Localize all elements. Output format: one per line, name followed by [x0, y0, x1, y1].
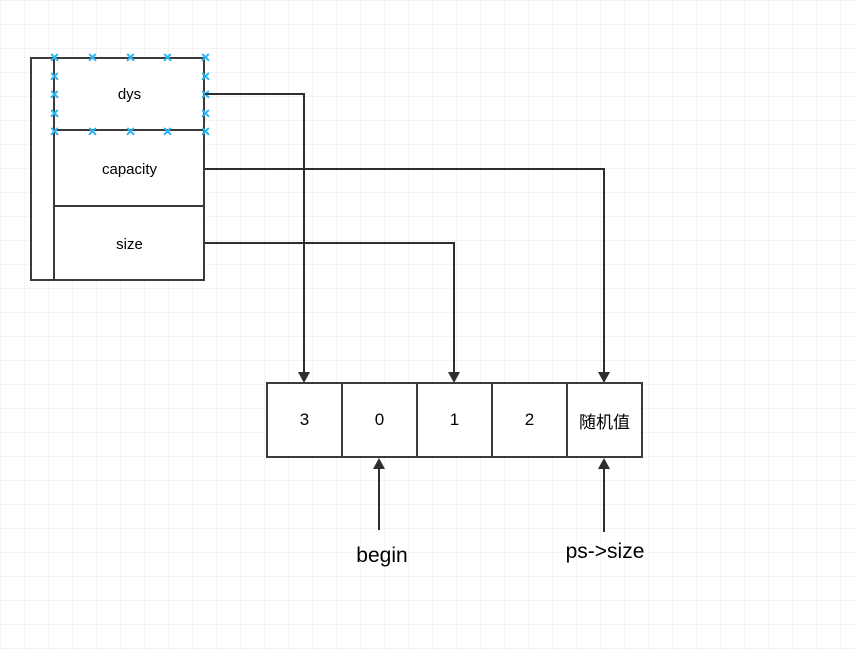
- connection-point-icon[interactable]: [88, 53, 97, 62]
- arrowhead-down-icon[interactable]: [598, 372, 610, 383]
- connection-point-icon[interactable]: [50, 127, 59, 136]
- connection-point-icon[interactable]: [88, 127, 97, 136]
- struct-outer-box[interactable]: [30, 57, 205, 281]
- connector-dys-vertical[interactable]: [303, 93, 305, 374]
- array-cell-value: 2: [524, 410, 535, 429]
- ps-size-label[interactable]: ps->size: [565, 540, 645, 563]
- array-cell-value: 3: [299, 410, 310, 429]
- begin-label[interactable]: begin: [356, 544, 408, 567]
- struct-inner-column-divider: [53, 57, 55, 281]
- connection-point-icon[interactable]: [50, 53, 59, 62]
- array-cell-value: 1: [449, 410, 460, 429]
- connection-point-icon[interactable]: [50, 72, 59, 81]
- connection-point-icon[interactable]: [50, 109, 59, 118]
- array-cell-value: 随机值: [579, 412, 630, 432]
- array-cell[interactable]: 0: [341, 384, 416, 456]
- array-cell[interactable]: 2: [491, 384, 566, 456]
- connection-point-icon[interactable]: [163, 127, 172, 136]
- array-cell[interactable]: 1: [416, 384, 491, 456]
- arrowhead-up-icon[interactable]: [373, 458, 385, 469]
- array-cell[interactable]: 随机值: [566, 384, 641, 456]
- connection-point-icon[interactable]: [126, 127, 135, 136]
- connection-point-icon[interactable]: [201, 53, 210, 62]
- connector-capacity-horizontal[interactable]: [205, 168, 605, 170]
- connection-point-icon[interactable]: [163, 53, 172, 62]
- connector-dys-horizontal[interactable]: [205, 93, 305, 95]
- arrowhead-down-icon[interactable]: [448, 372, 460, 383]
- array-cell-value: 0: [374, 410, 385, 429]
- connector-size-horizontal[interactable]: [205, 242, 455, 244]
- array-cell[interactable]: 3: [268, 384, 341, 456]
- connection-point-icon[interactable]: [201, 109, 210, 118]
- arrowhead-down-icon[interactable]: [298, 372, 310, 383]
- connection-point-icon[interactable]: [201, 72, 210, 81]
- row-divider-capacity-size: [54, 205, 205, 207]
- connection-point-icon[interactable]: [50, 90, 59, 99]
- connection-point-icon[interactable]: [126, 53, 135, 62]
- begin-pointer-arrow[interactable]: [378, 467, 380, 530]
- connector-size-vertical[interactable]: [453, 242, 455, 374]
- arrowhead-up-icon[interactable]: [598, 458, 610, 469]
- connector-capacity-vertical[interactable]: [603, 168, 605, 374]
- connection-point-icon[interactable]: [201, 127, 210, 136]
- ps-size-pointer-arrow[interactable]: [603, 467, 605, 532]
- array-box[interactable]: 3 0 1 2 随机值: [266, 382, 643, 458]
